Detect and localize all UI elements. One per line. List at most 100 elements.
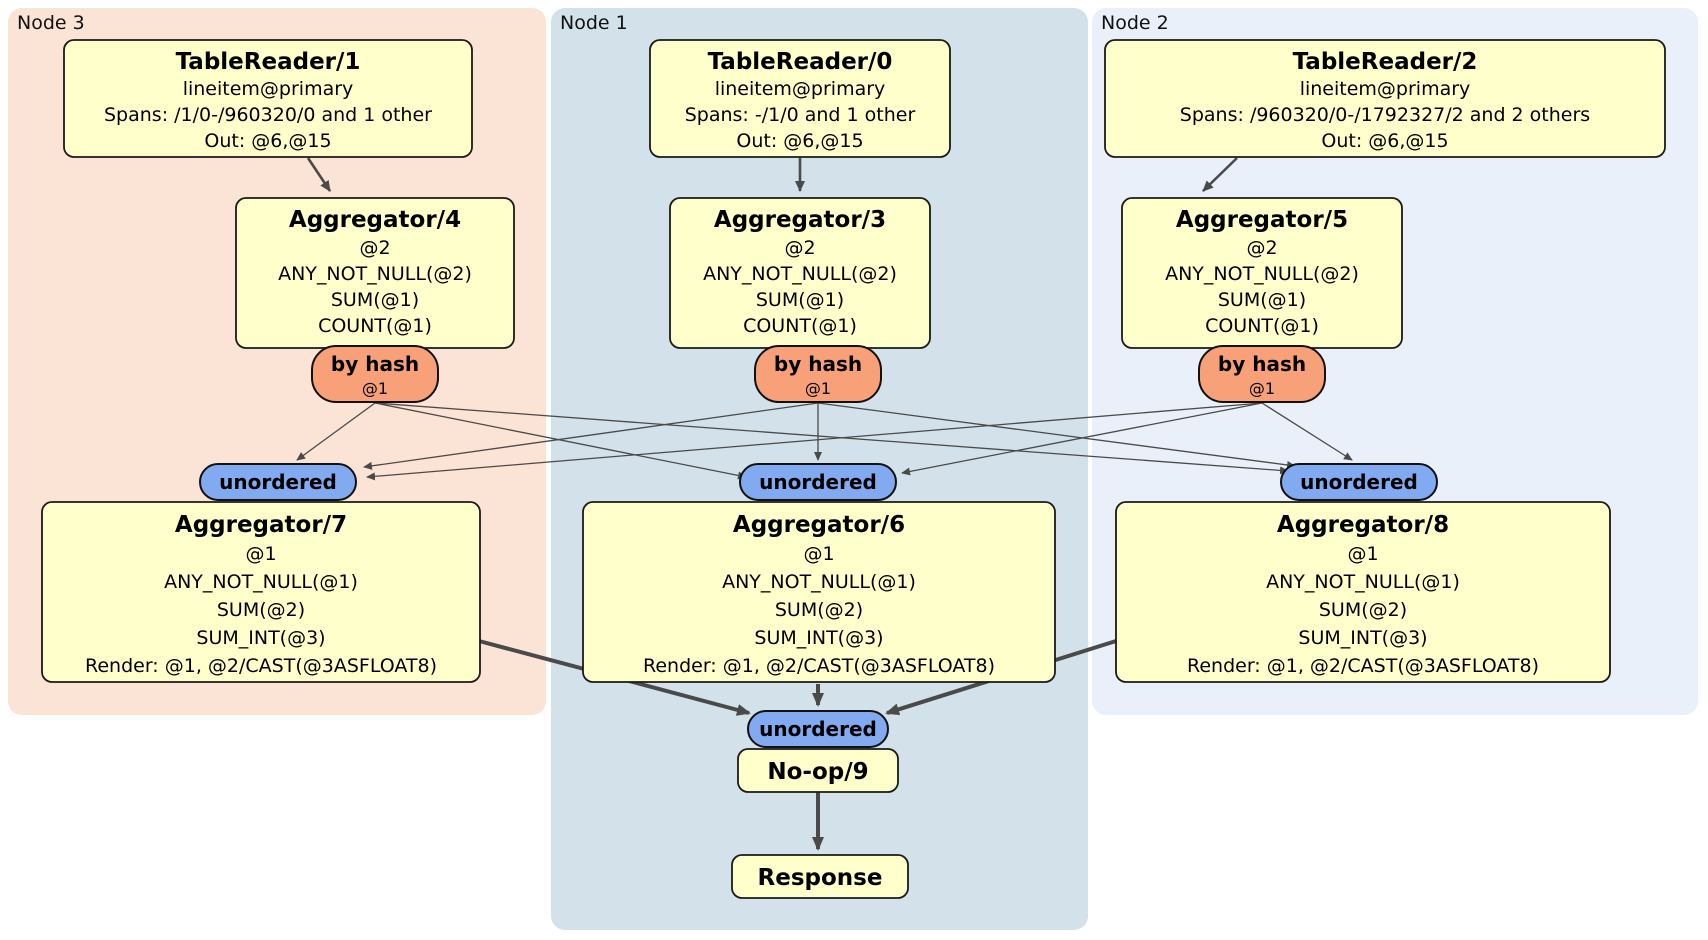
processor-title: Aggregator/3 — [714, 207, 886, 233]
router-label: by hash — [774, 352, 862, 376]
node2-region-label: Node 2 — [1101, 12, 1169, 34]
processor-detail-line: Out: @6,@15 — [204, 130, 331, 152]
processor-detail-line: SUM(@2) — [775, 599, 863, 621]
edge-tablereader2-aggregator5 — [1202, 157, 1238, 192]
router-label: by hash — [1218, 352, 1306, 376]
edge-router1-sync2 — [817, 402, 1296, 469]
processor-detail-line: lineitem@primary — [1300, 78, 1471, 100]
edge-router2-sync1 — [901, 402, 1263, 476]
processor-tablereader-0: TableReader/0 lineitem@primary Spans: -/… — [649, 39, 951, 158]
processor-detail-line: @2 — [359, 237, 390, 259]
edge-tablereader1-aggregator4 — [306, 157, 332, 192]
router-detail: @1 — [805, 379, 831, 398]
processor-box — [737, 748, 899, 793]
processor-title: Aggregator/8 — [1277, 512, 1449, 538]
processor-detail-line: SUM(@1) — [331, 289, 419, 311]
edge-router1-sync3 — [363, 402, 819, 470]
processor-detail-line: Render: @1, @2/CAST(@3ASFLOAT8) — [643, 655, 995, 677]
processor-box — [41, 501, 481, 683]
processor-title: Aggregator/7 — [175, 512, 347, 538]
processor-aggregator-8: Aggregator/8 @1 ANY_NOT_NULL(@1) SUM(@2)… — [1115, 501, 1611, 683]
processor-detail-line: SUM(@2) — [217, 599, 305, 621]
processor-detail-line: SUM(@1) — [756, 289, 844, 311]
processor-detail-line: SUM_INT(@3) — [196, 627, 325, 649]
processor-detail-line: ANY_NOT_NULL(@1) — [722, 571, 916, 593]
router-detail: @1 — [1249, 379, 1275, 398]
processor-detail-line: Spans: /1/0-/960320/0 and 1 other — [104, 104, 432, 126]
sync-label: unordered — [219, 470, 337, 494]
processor-title: No-op/9 — [767, 759, 868, 785]
processor-title: TableReader/0 — [708, 49, 893, 75]
sync-unordered-node2: unordered — [1280, 463, 1438, 501]
edge-router2-sync2 — [1261, 402, 1353, 461]
processor-aggregator-5: Aggregator/5 @2 ANY_NOT_NULL(@2) SUM(@1)… — [1121, 197, 1403, 349]
processor-detail-line: ANY_NOT_NULL(@2) — [278, 263, 472, 285]
sync-pill — [739, 463, 897, 501]
processor-detail-line: COUNT(@1) — [743, 315, 857, 337]
processor-detail-line: @1 — [245, 543, 276, 565]
processor-box — [1115, 501, 1611, 683]
processor-title: Response — [758, 865, 883, 891]
processor-aggregator-3: Aggregator/3 @2 ANY_NOT_NULL(@2) SUM(@1)… — [669, 197, 931, 349]
sync-unordered-final: unordered — [747, 710, 889, 748]
edge-router3-sync2 — [374, 402, 1289, 475]
processor-aggregator-6: Aggregator/6 @1 ANY_NOT_NULL(@1) SUM(@2)… — [582, 501, 1056, 683]
processor-detail-line: ANY_NOT_NULL(@1) — [164, 571, 358, 593]
processor-aggregator-4: Aggregator/4 @2 ANY_NOT_NULL(@2) SUM(@1)… — [235, 197, 515, 349]
processor-title: TableReader/1 — [176, 49, 361, 75]
sync-unordered-node1: unordered — [739, 463, 897, 501]
processor-tablereader-1: TableReader/1 lineitem@primary Spans: /1… — [63, 39, 473, 158]
processor-box — [1104, 39, 1666, 158]
processor-detail-line: COUNT(@1) — [318, 315, 432, 337]
processor-detail-line: Render: @1, @2/CAST(@3ASFLOAT8) — [1187, 655, 1539, 677]
processor-detail-line: SUM(@1) — [1218, 289, 1306, 311]
processor-detail-line: Spans: -/1/0 and 1 other — [685, 104, 916, 126]
processor-detail-line: Spans: /960320/0-/1792327/2 and 2 others — [1180, 104, 1590, 126]
processor-box — [731, 854, 909, 899]
sync-label: unordered — [1300, 470, 1418, 494]
processor-detail-line: COUNT(@1) — [1205, 315, 1319, 337]
processor-detail-line: @1 — [1347, 543, 1378, 565]
processor-title: Aggregator/4 — [289, 207, 461, 233]
processor-detail-line: @1 — [803, 543, 834, 565]
processor-title: TableReader/2 — [1293, 49, 1478, 75]
router-pill — [754, 345, 882, 403]
processor-detail-line: ANY_NOT_NULL(@2) — [703, 263, 897, 285]
processor-detail-line: SUM(@2) — [1319, 599, 1407, 621]
processor-aggregator-7: Aggregator/7 @1 ANY_NOT_NULL(@1) SUM(@2)… — [41, 501, 481, 683]
processor-detail-line: SUM_INT(@3) — [1298, 627, 1427, 649]
edge-router2-sync3 — [366, 402, 1263, 481]
router-by-hash-node2: by hash @1 — [1198, 345, 1326, 403]
sync-pill — [199, 463, 357, 501]
processor-detail-line: Render: @1, @2/CAST(@3ASFLOAT8) — [85, 655, 437, 677]
sync-label: unordered — [759, 717, 877, 741]
processor-detail-line: ANY_NOT_NULL(@1) — [1266, 571, 1460, 593]
processor-title: Aggregator/6 — [733, 512, 905, 538]
sync-unordered-node3: unordered — [199, 463, 357, 501]
router-pill — [1198, 345, 1326, 403]
processor-noop-9: No-op/9 — [737, 748, 899, 793]
processor-detail-line: @2 — [784, 237, 815, 259]
processor-response: Response — [731, 854, 909, 899]
processor-box — [582, 501, 1056, 683]
router-by-hash-node3: by hash @1 — [311, 345, 439, 403]
processor-detail-line: ANY_NOT_NULL(@2) — [1165, 263, 1359, 285]
processor-detail-line: Out: @6,@15 — [736, 130, 863, 152]
processor-detail-line: lineitem@primary — [715, 78, 886, 100]
processor-detail-line: SUM_INT(@3) — [754, 627, 883, 649]
sync-pill — [1280, 463, 1438, 501]
edge-router3-sync1 — [374, 402, 747, 480]
processor-detail-line: lineitem@primary — [183, 78, 354, 100]
edge-router3-sync3 — [296, 402, 376, 461]
processor-box — [649, 39, 951, 158]
router-by-hash-node1: by hash @1 — [754, 345, 882, 403]
processor-box — [63, 39, 473, 158]
router-pill — [311, 345, 439, 403]
processor-tablereader-2: TableReader/2 lineitem@primary Spans: /9… — [1104, 39, 1666, 158]
processor-detail-line: @2 — [1246, 237, 1277, 259]
sync-label: unordered — [759, 470, 877, 494]
sync-pill — [747, 710, 889, 748]
processor-title: Aggregator/5 — [1176, 207, 1348, 233]
node1-region-label: Node 1 — [560, 12, 628, 34]
